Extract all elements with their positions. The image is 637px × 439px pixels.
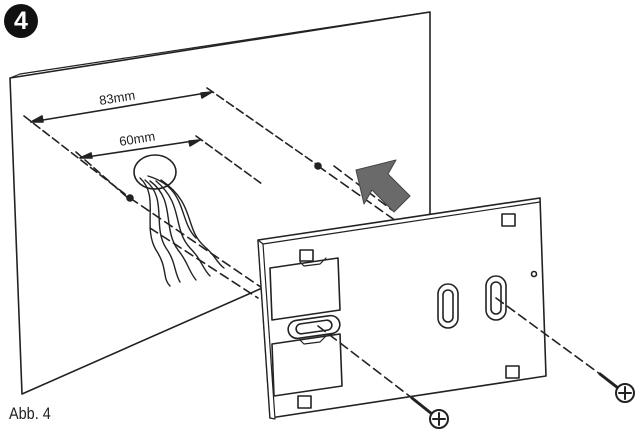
screw-icon <box>598 372 635 403</box>
figure-caption: Abb. 4 <box>9 404 51 423</box>
dimension-label-83mm: 83mm <box>98 87 136 107</box>
screw-path-right <box>495 297 601 375</box>
step-number-badge: 4 <box>4 4 38 38</box>
wall-cable-bundle <box>133 154 225 287</box>
dimension-60mm <box>75 135 263 199</box>
mounting-direction-arrow-icon <box>355 159 411 213</box>
step-number: 4 <box>14 7 28 35</box>
wall-panel-edge <box>19 11 431 75</box>
screw-icon <box>410 396 449 429</box>
screw-path-left <box>317 325 413 399</box>
dimension-label-60mm: 60mm <box>118 128 156 148</box>
wall-panel-edge <box>9 73 21 79</box>
